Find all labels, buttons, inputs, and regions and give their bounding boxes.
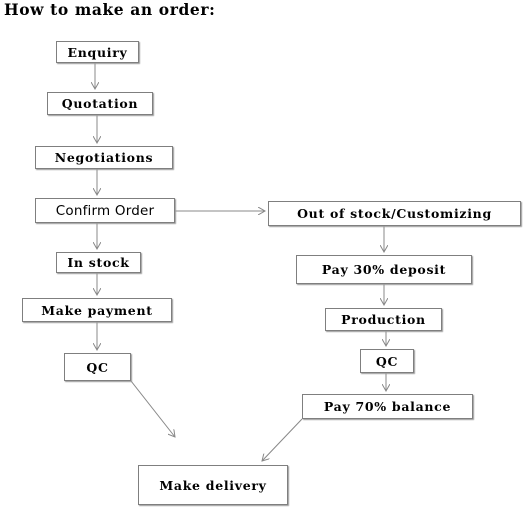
node-qc-left: QC: [64, 353, 131, 381]
node-production: Production: [325, 308, 442, 331]
node-pay-balance: Pay 70% balance: [302, 394, 473, 419]
node-negotiations: Negotiations: [35, 146, 173, 169]
node-make-payment: Make payment: [22, 298, 172, 322]
node-quotation: Quotation: [47, 92, 153, 115]
node-confirm-order: Confirm Order: [35, 198, 175, 223]
arrow-balance-to-delivery: [262, 418, 303, 461]
node-out-of-stock: Out of stock/Customizing: [268, 201, 521, 226]
page-title: How to make an order:: [4, 0, 216, 19]
node-in-stock: In stock: [56, 252, 141, 273]
arrow-qc-to-delivery: [130, 380, 175, 437]
node-pay-deposit: Pay 30% deposit: [296, 255, 472, 284]
node-make-delivery: Make delivery: [138, 465, 288, 505]
node-enquiry: Enquiry: [56, 41, 139, 63]
node-qc-right: QC: [360, 349, 414, 373]
